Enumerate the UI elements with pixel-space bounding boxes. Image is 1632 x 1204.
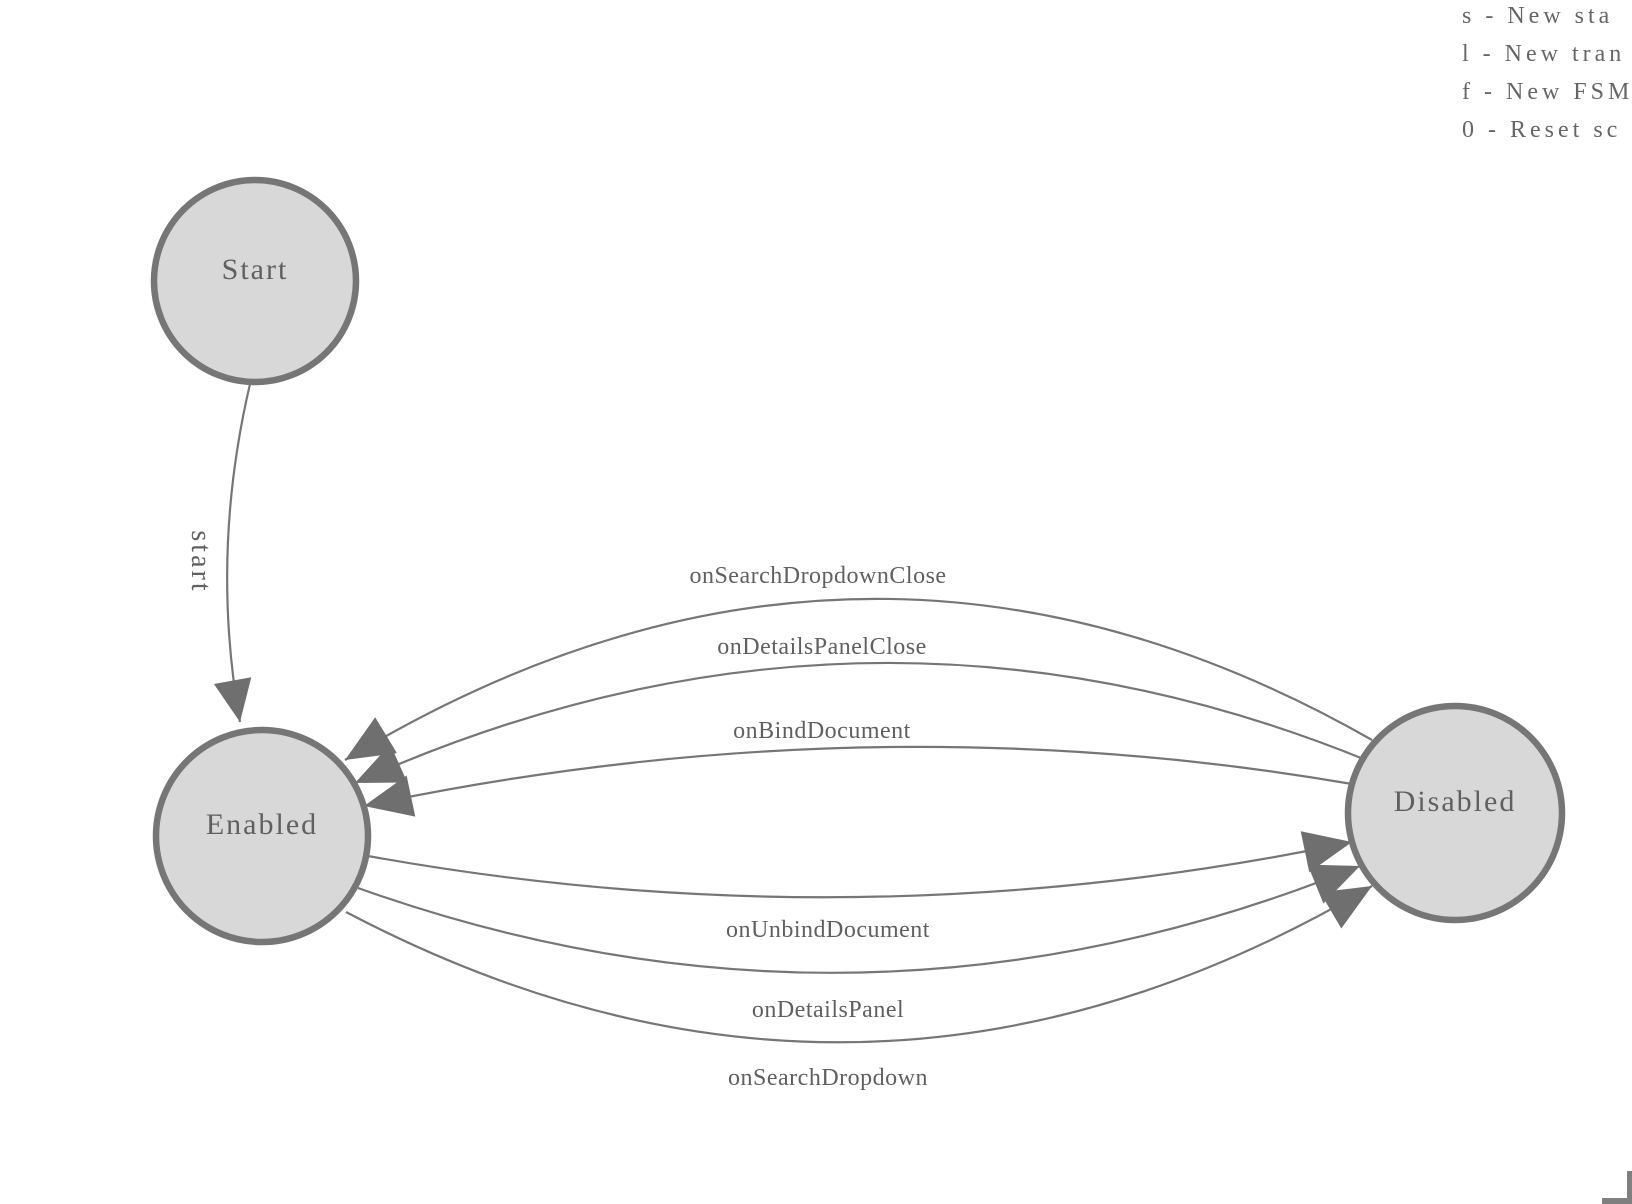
state-circle-enabled[interactable] bbox=[152, 726, 372, 946]
arrowhead-onBindDocument bbox=[364, 775, 416, 817]
legend-line-new-fsm: f - New FSM bbox=[1462, 79, 1632, 105]
transition-label-onUnbindDocument: onUnbindDocument bbox=[726, 917, 930, 943]
arrowhead-onSearchDropdown bbox=[1320, 886, 1372, 929]
transition-label-onDetailsPanelClose: onDetailsPanelClose bbox=[717, 634, 926, 660]
state-node-enabled: Enabled bbox=[152, 726, 372, 946]
state-label-start: Start bbox=[222, 253, 289, 286]
arrowhead-onSearchDropdownClose bbox=[345, 717, 397, 760]
transition-edge-start[interactable] bbox=[226, 383, 252, 723]
transition-edge-onSearchDropdownClose[interactable] bbox=[344, 597, 1373, 761]
state-label-enabled: Enabled bbox=[206, 808, 318, 841]
transition-edge-onDetailsPanelClose[interactable] bbox=[354, 661, 1367, 785]
state-circle-start[interactable] bbox=[150, 176, 360, 386]
legend-line-new-transition: l - New tran bbox=[1462, 41, 1626, 67]
transition-label-onBindDocument: onBindDocument bbox=[733, 718, 911, 744]
bottom-right-corner-fragment-vertical bbox=[1627, 1171, 1632, 1204]
transition-label-onSearchDropdownClose: onSearchDropdownClose bbox=[689, 563, 946, 589]
arrowhead-onDetailsPanelClose bbox=[355, 744, 408, 783]
state-circle-disabled[interactable] bbox=[1344, 702, 1566, 924]
legend-line-new-state: s - New sta bbox=[1462, 3, 1614, 29]
transition-label-onDetailsPanel: onDetailsPanel bbox=[752, 997, 904, 1023]
transition-edge-onBindDocument[interactable] bbox=[363, 745, 1353, 808]
arrowhead-onUnbindDocument bbox=[1300, 831, 1352, 873]
transition-edge-onSearchDropdown[interactable] bbox=[345, 885, 1373, 1044]
keyboard-shortcut-legend: s - New sta l - New tran f - New FSM 0 -… bbox=[1462, 0, 1632, 149]
transition-label-start: start bbox=[185, 530, 216, 593]
state-label-disabled: Disabled bbox=[1394, 785, 1517, 818]
transition-edge-onDetailsPanel[interactable] bbox=[357, 864, 1361, 974]
bottom-right-corner-fragment-horizontal bbox=[1602, 1198, 1632, 1204]
transition-edge-onUnbindDocument[interactable] bbox=[367, 840, 1353, 899]
legend-line-reset: 0 - Reset sc bbox=[1462, 117, 1622, 143]
arrowhead-onDetailsPanel bbox=[1307, 864, 1360, 904]
state-node-disabled: Disabled bbox=[1344, 702, 1566, 924]
arrowhead-start bbox=[213, 677, 252, 722]
transition-label-onSearchDropdown: onSearchDropdown bbox=[728, 1065, 928, 1091]
state-node-start: Start bbox=[150, 176, 360, 386]
